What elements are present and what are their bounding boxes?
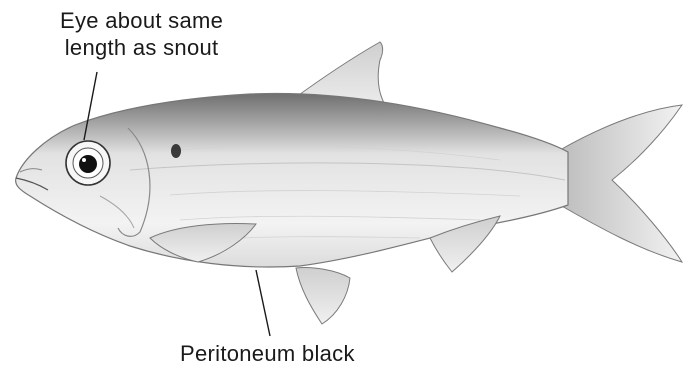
eye: [66, 141, 110, 185]
peritoneum-leader-line: [256, 270, 270, 336]
peritoneum-annotation: Peritoneum black: [180, 340, 355, 367]
pelvic-fin: [296, 267, 350, 324]
eye-annotation: Eye about same length as snout: [60, 7, 223, 61]
caudal-fin: [560, 105, 682, 262]
shoulder-spot: [171, 144, 181, 158]
eye-annotation-line-1: Eye about same: [60, 7, 223, 34]
eye-annotation-line-2: length as snout: [60, 34, 223, 61]
